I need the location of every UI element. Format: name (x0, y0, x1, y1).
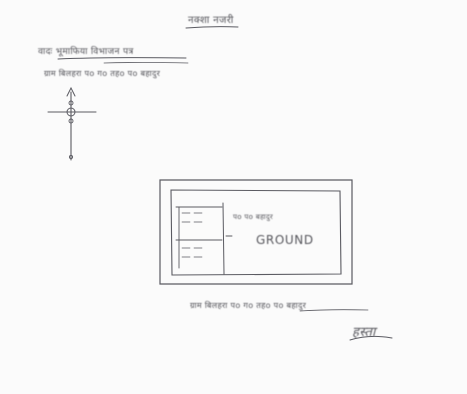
plot-ground-label: GROUND (256, 233, 314, 247)
plot-divider (222, 202, 225, 275)
bottom-location-line: ग्राम बिलहरा पo गo तहo पo बहादुर (190, 301, 307, 310)
subject-underline (57, 57, 187, 60)
north-arrow-icon (47, 86, 97, 161)
document-title: नक्शा नजरी (188, 15, 234, 26)
subject-line: वादः भूमाफिया विभाजन पत्र (38, 47, 134, 57)
title-underline (185, 26, 239, 29)
plot-road-label: पo पo बहादुर (233, 213, 274, 221)
plot-hatch (181, 212, 203, 258)
signature: हस्ता (352, 325, 376, 340)
location-line: ग्राम बिलहरा पo गo तहo पo बहादुर (44, 69, 161, 78)
inner-plot-boundary (170, 189, 342, 276)
bottom-line-underline (299, 309, 369, 312)
outer-boundary (159, 179, 353, 285)
subject-underline-2 (103, 62, 189, 64)
signature-flourish (349, 335, 393, 341)
